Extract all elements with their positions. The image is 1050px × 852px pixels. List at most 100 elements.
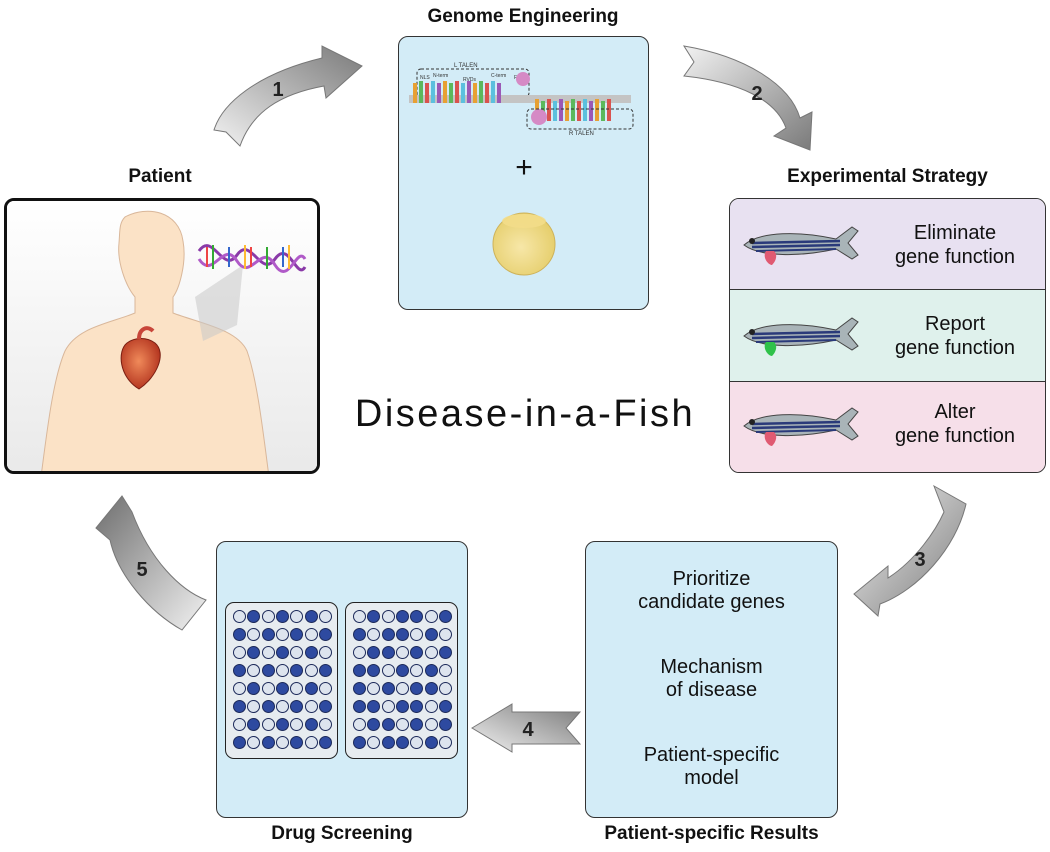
plate-well — [410, 718, 424, 731]
zebrafish-icon — [743, 226, 859, 265]
l-talen-label: L TALEN — [454, 63, 478, 69]
plate-well — [438, 664, 452, 677]
plate-well — [275, 682, 289, 695]
plate-well — [395, 718, 409, 731]
plate-well — [290, 736, 304, 749]
plate-well — [233, 700, 246, 713]
plate-well — [395, 700, 409, 713]
plate-well — [424, 682, 438, 695]
plate-well — [381, 628, 395, 641]
plate-well — [381, 682, 395, 695]
plate-well — [367, 646, 381, 659]
plate-well — [353, 664, 366, 677]
genome-engineering-panel: L TALEN NLS N-term RVDs C-term FokI — [398, 36, 649, 310]
arrow-5 — [95, 495, 207, 631]
plate-well — [233, 682, 246, 695]
patient-results-heading: Patient-specific Results — [604, 823, 819, 844]
plate-well — [290, 718, 304, 731]
plate-well — [290, 610, 304, 623]
plate-well — [353, 610, 366, 623]
plate-well — [233, 646, 246, 659]
arrow-2 — [682, 45, 813, 151]
plate-well — [233, 628, 246, 641]
plate-well — [381, 664, 395, 677]
plate-well — [261, 736, 275, 749]
zebrafish-icon — [743, 317, 859, 356]
plate-well — [304, 610, 318, 623]
result-line2: of disease — [665, 679, 758, 701]
plate-well — [353, 700, 366, 713]
plate-well — [424, 736, 438, 749]
experimental-strategy-heading: Experimental Strategy — [787, 166, 988, 187]
plate-well — [410, 700, 424, 713]
plate-well — [381, 736, 395, 749]
heart-icon — [120, 326, 161, 390]
plate-well — [261, 664, 275, 677]
nls-label: NLS — [420, 75, 430, 81]
plate-well — [275, 628, 289, 641]
plate-well — [410, 682, 424, 695]
plate-well — [438, 646, 452, 659]
plate-well — [290, 682, 304, 695]
strategy-line1: Report — [924, 313, 986, 335]
patient-heading: Patient — [128, 166, 192, 187]
plate-well — [318, 646, 332, 659]
step-number-1: 1 — [272, 79, 283, 101]
plate-well — [275, 646, 289, 659]
result-line2: model — [684, 767, 739, 789]
plate-well — [367, 664, 381, 677]
plate-well — [438, 736, 452, 749]
step-number-5: 5 — [136, 559, 147, 581]
plate-well — [290, 700, 304, 713]
plate-well — [233, 664, 246, 677]
plate-well — [353, 628, 366, 641]
plate-well — [381, 610, 395, 623]
zebrafish-icon — [743, 407, 859, 446]
strategy-row-alter: Alter gene function — [730, 382, 1045, 472]
step-number-4: 4 — [522, 719, 534, 741]
plate-well — [261, 682, 275, 695]
plate-well — [233, 718, 246, 731]
plate-well — [318, 682, 332, 695]
strategy-line2: gene function — [894, 425, 1016, 447]
plate-well — [304, 700, 318, 713]
result-item-mechanism: Mechanism of disease — [586, 656, 837, 702]
plate-well — [275, 700, 289, 713]
plate-well — [353, 736, 366, 749]
arrow-4 — [471, 703, 582, 753]
rvds-label: RVDs — [463, 77, 476, 83]
plate-well — [438, 628, 452, 641]
plate-well — [247, 646, 261, 659]
embryo-icon — [492, 212, 556, 276]
strategy-row-eliminate: Eliminate gene function — [730, 199, 1045, 290]
fish-heart — [764, 342, 777, 356]
plate-well — [367, 610, 381, 623]
talen-diagram: L TALEN NLS N-term RVDs C-term FokI — [409, 63, 634, 276]
strategy-text-eliminate: Eliminate gene function — [870, 221, 1040, 269]
plate-well — [275, 664, 289, 677]
plate-well — [424, 610, 438, 623]
plate-well — [304, 646, 318, 659]
plate-well — [438, 718, 452, 731]
well-plate-left — [225, 602, 338, 759]
plate-well — [275, 610, 289, 623]
plate-well — [395, 646, 409, 659]
dna-helix-icon — [197, 244, 307, 273]
plate-well — [304, 718, 318, 731]
plate-well — [381, 646, 395, 659]
plate-well — [233, 736, 246, 749]
well-plate-right — [345, 602, 458, 759]
fish-heart — [764, 432, 777, 446]
plate-well — [233, 610, 246, 623]
strategy-text-report: Report gene function — [870, 312, 1040, 360]
plate-well — [275, 718, 289, 731]
human-body — [41, 210, 269, 471]
plate-well — [438, 700, 452, 713]
plate-well — [261, 718, 275, 731]
result-item-prioritize: Prioritize candidate genes — [586, 568, 837, 614]
strategy-text-alter: Alter gene function — [870, 400, 1040, 448]
plate-well — [261, 700, 275, 713]
plate-well — [247, 664, 261, 677]
patient-illustration — [7, 201, 317, 471]
fish-heart — [764, 251, 777, 265]
